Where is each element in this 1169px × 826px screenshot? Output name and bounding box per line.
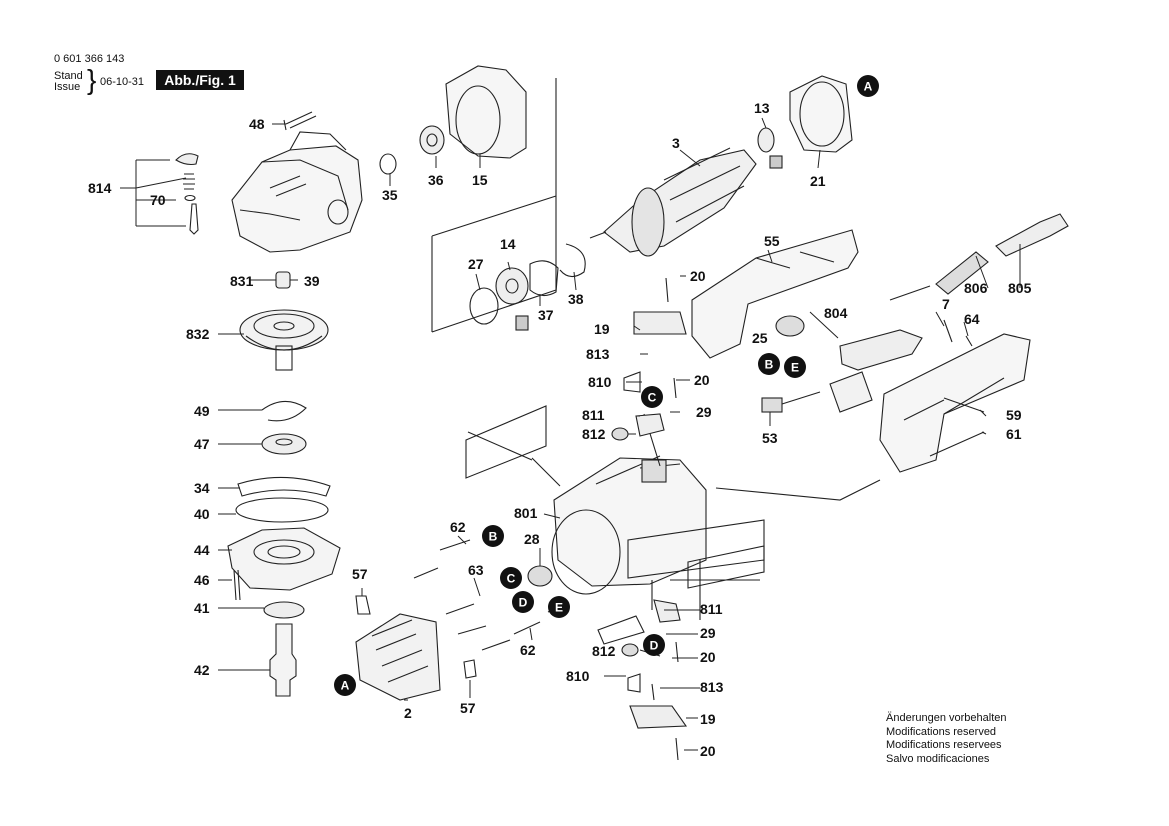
- part-label-53: 53: [762, 430, 778, 446]
- part-label-25: 25: [752, 330, 768, 346]
- part-label-813-bottom: 813: [700, 679, 724, 695]
- part-label-13: 13: [754, 100, 770, 116]
- part-label-19-top: 19: [594, 321, 610, 337]
- callout-b-coil: B: [482, 525, 504, 547]
- svg-text:B: B: [765, 358, 774, 372]
- part-label-805: 805: [1008, 280, 1032, 296]
- part-label-14: 14: [500, 236, 516, 252]
- svg-text:D: D: [519, 596, 528, 610]
- part-label-35: 35: [382, 187, 398, 203]
- svg-text:D: D: [650, 639, 659, 653]
- note-line: Änderungen vorbehalten: [886, 712, 1007, 724]
- callout-b-handle: B: [758, 353, 780, 375]
- part-label-20-top: 20: [690, 268, 706, 284]
- svg-text:C: C: [648, 391, 657, 405]
- note-line: Salvo modificaciones: [886, 752, 990, 765]
- callout-e-coil: E: [548, 596, 570, 618]
- part-label-27: 27: [468, 256, 484, 272]
- part-label-806: 806: [964, 280, 988, 296]
- part-label-814: 814: [88, 180, 112, 196]
- part-label-28: 28: [524, 531, 540, 547]
- brace-icon: }: [87, 64, 97, 95]
- part-label-813-top: 813: [586, 346, 610, 362]
- svg-text:C: C: [507, 572, 516, 586]
- part-label-49: 49: [194, 403, 210, 419]
- issue-date: 06-10-31: [100, 76, 145, 88]
- svg-text:A: A: [341, 679, 350, 693]
- part-label-811-top: 811: [582, 407, 605, 423]
- svg-text:E: E: [555, 601, 563, 615]
- callout-c-top: C: [641, 386, 663, 408]
- notes-block: Änderungen vorbehalten Modifications res…: [886, 712, 1006, 766]
- part-label-810-top: 810: [588, 374, 612, 390]
- part-label-20-mid: 20: [694, 372, 710, 388]
- part-label-832: 832: [186, 326, 210, 342]
- part-label-801: 801: [514, 505, 538, 521]
- stand-label: Stand: [54, 70, 83, 82]
- part-label-29-bottom: 29: [700, 625, 716, 641]
- svg-text:B: B: [489, 530, 498, 544]
- part-label-70: 70: [150, 192, 166, 208]
- svg-text:E: E: [791, 361, 799, 375]
- part-label-20-bottom: 20: [700, 743, 716, 759]
- part-label-812-top: 812: [582, 426, 606, 442]
- callout-a-bottom: A: [334, 674, 356, 696]
- part-label-20-lower: 20: [700, 649, 716, 665]
- part-label-810-bottom: 810: [566, 668, 590, 684]
- part-label-57-top: 57: [352, 566, 368, 582]
- figure-label: Abb./Fig. 1: [156, 70, 244, 90]
- part-label-44: 44: [194, 542, 210, 558]
- callout-d-bottom: D: [643, 634, 665, 656]
- part-label-64: 64: [964, 311, 980, 327]
- part-label-37: 37: [538, 307, 554, 323]
- part-label-2: 2: [404, 705, 412, 721]
- part-label-57-bottom: 57: [460, 700, 476, 716]
- part-label-7: 7: [942, 296, 950, 312]
- part-label-59: 59: [1006, 407, 1022, 423]
- part-label-48: 48: [249, 116, 265, 132]
- callout-a-top: A: [857, 75, 879, 97]
- part-label-62-top: 62: [450, 519, 466, 535]
- issue-label: Issue: [54, 81, 81, 93]
- part-label-811-bottom: 811: [700, 601, 723, 617]
- part-label-36: 36: [428, 172, 444, 188]
- part-label-62-bottom: 62: [520, 642, 536, 658]
- part-label-39: 39: [304, 273, 320, 289]
- part-label-3: 3: [672, 135, 680, 151]
- callout-e-handle: E: [784, 356, 806, 378]
- part-label-42: 42: [194, 662, 210, 678]
- part-label-15: 15: [472, 172, 488, 188]
- part-label-34: 34: [194, 480, 210, 496]
- callout-d-coil: D: [512, 591, 534, 613]
- part-label-19-bottom: 19: [700, 711, 716, 727]
- part-label-46: 46: [194, 572, 210, 588]
- note-line: Modifications reservees: [886, 739, 1002, 752]
- part-label-804: 804: [824, 305, 848, 321]
- part-label-41: 41: [194, 600, 210, 616]
- note-line: Modifications reserved: [886, 725, 997, 738]
- part-label-812-bottom: 812: [592, 643, 616, 659]
- part-label-61: 61: [1006, 426, 1022, 442]
- part-label-40: 40: [194, 506, 210, 522]
- callout-c-coil: C: [500, 567, 522, 589]
- svg-text:A: A: [864, 80, 873, 94]
- part-number: 0 601 366 143: [54, 53, 125, 65]
- part-label-29-top: 29: [696, 404, 712, 420]
- part-label-21: 21: [810, 173, 826, 189]
- part-label-38: 38: [568, 291, 584, 307]
- part-label-63: 63: [468, 562, 484, 578]
- part-label-47: 47: [194, 436, 210, 452]
- part-label-55: 55: [764, 233, 780, 249]
- part-label-831: 831: [230, 273, 254, 289]
